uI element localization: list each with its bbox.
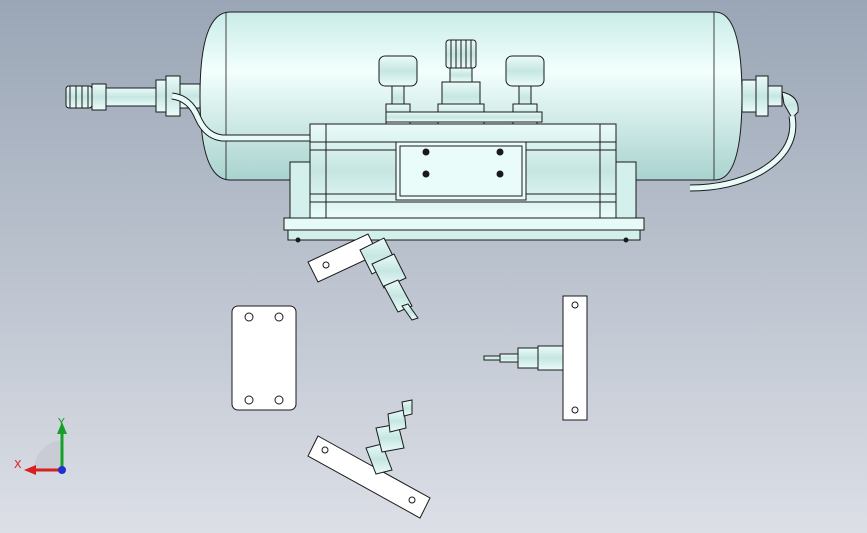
outlet-elbow-hose[interactable] <box>689 75 799 192</box>
x-axis-arrowhead <box>24 465 36 475</box>
y-axis-label: Y <box>57 416 65 429</box>
z-axis-dot <box>58 466 66 474</box>
axis-triad: Y X <box>14 416 67 475</box>
y-axis-arrowhead <box>57 422 67 434</box>
angled-bracket-fitting[interactable] <box>307 233 419 321</box>
triad-backplane <box>33 440 62 470</box>
vertical-bracket-fitting[interactable] <box>483 295 588 421</box>
inlet-fitting[interactable] <box>65 75 420 142</box>
mounting-plate[interactable] <box>231 305 297 411</box>
slide-cylinder[interactable] <box>289 123 637 219</box>
x-axis-label: X <box>14 458 22 471</box>
lower-angled-bracket-fitting[interactable] <box>307 399 431 519</box>
base-plate[interactable] <box>283 217 645 243</box>
pressure-gauge-right[interactable] <box>385 55 545 125</box>
